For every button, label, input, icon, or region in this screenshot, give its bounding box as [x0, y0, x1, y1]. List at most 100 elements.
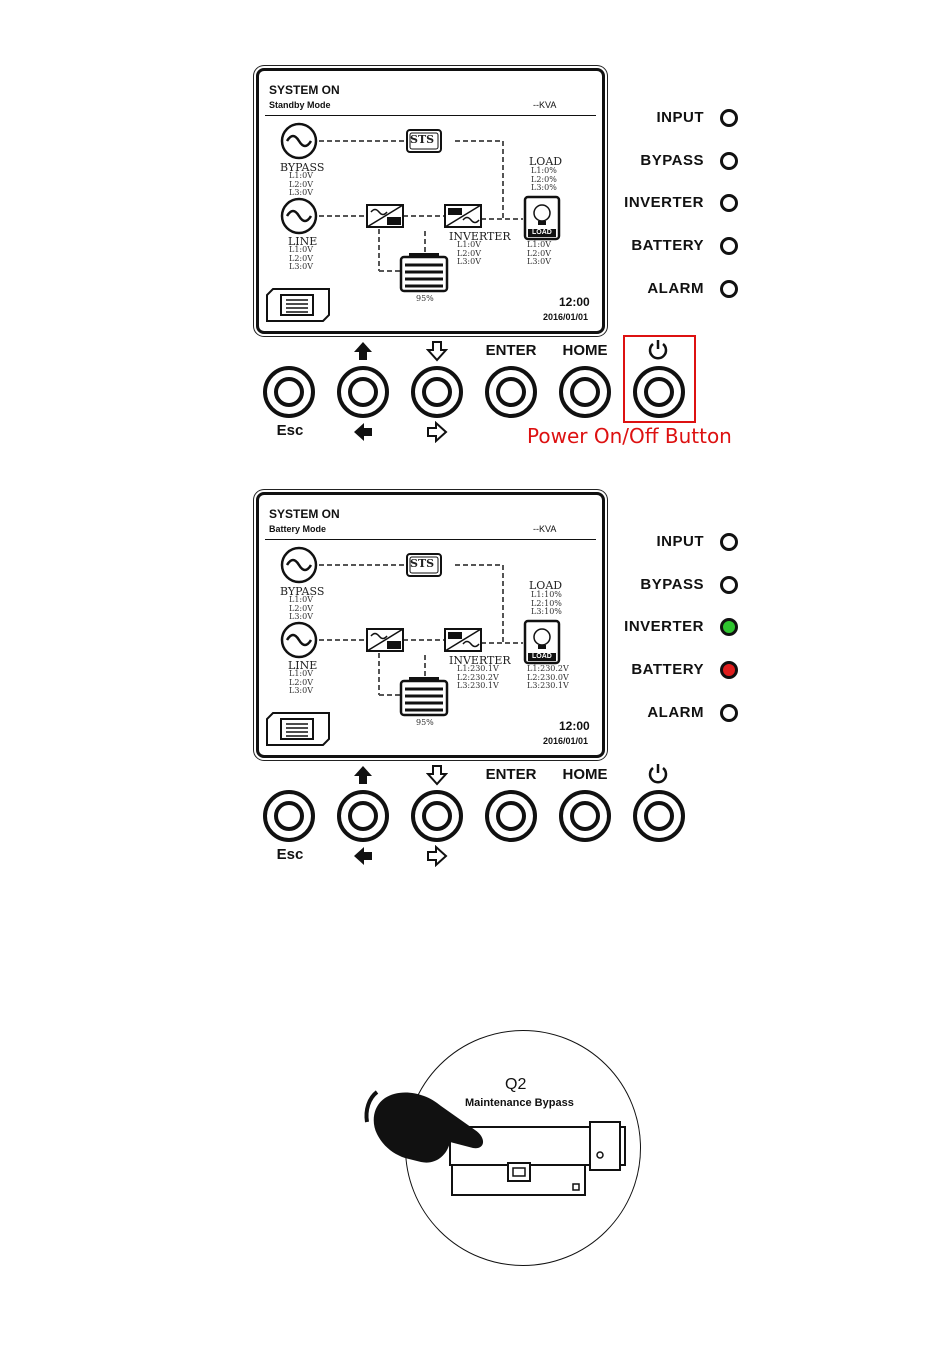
lcd-divider: [265, 539, 596, 540]
lcd-kva: --KVA: [533, 524, 557, 534]
enter-button[interactable]: [485, 790, 537, 842]
arrow-right-icon: [427, 421, 448, 443]
led-alarm: ALARM: [620, 701, 750, 727]
power-button-callout: Power On/Off Button: [527, 424, 732, 448]
arrow-left-icon: [354, 847, 372, 865]
led-bypass: BYPASS: [620, 573, 750, 599]
arrow-down-icon: [426, 341, 448, 362]
breaker-illustration: [364, 1090, 626, 1196]
power-button[interactable]: [633, 790, 685, 842]
led-battery: BATTERY: [620, 658, 750, 684]
led-label: INPUT: [656, 109, 704, 126]
bypass-label: BYPASS: [280, 161, 325, 174]
led-indicator-icon: [720, 152, 738, 170]
esc-label: Esc: [276, 422, 304, 439]
load-percent-readings: L1:10%L2:10%L3:10%: [531, 590, 562, 616]
breaker-title: Q2: [505, 1076, 527, 1093]
line-source-icon: [280, 197, 318, 235]
lcd-mode: Battery Mode: [269, 524, 327, 534]
led-indicator-icon: [720, 661, 738, 679]
lcd-title: SYSTEM ON: [269, 507, 340, 521]
inverter-label: INVERTER: [449, 654, 511, 667]
inverter-label: INVERTER: [449, 230, 511, 243]
rectifier-icon: [366, 628, 404, 652]
led-inverter: INVERTER: [620, 615, 750, 641]
lcd-screen: SYSTEM ON Battery Mode --KVA: [256, 492, 605, 758]
bypass-label: BYPASS: [280, 585, 325, 598]
line-label: LINE: [288, 659, 318, 672]
flow-paths: [319, 564, 523, 696]
led-battery: BATTERY: [620, 234, 750, 260]
lcd-time: 12:00: [559, 295, 590, 309]
led-indicator-icon: [720, 237, 738, 255]
power-button[interactable]: [633, 366, 685, 418]
home-button[interactable]: [559, 790, 611, 842]
esc-button[interactable]: [263, 366, 315, 418]
down-right-button[interactable]: [411, 790, 463, 842]
enter-button[interactable]: [485, 366, 537, 418]
line-label: LINE: [288, 235, 318, 248]
power-icon: [648, 764, 668, 784]
home-label: HOME: [562, 766, 608, 783]
led-indicator-icon: [720, 576, 738, 594]
hand-pointing-icon: [364, 1090, 484, 1163]
arrow-down-icon: [426, 765, 448, 786]
led-indicator-icon: [720, 618, 738, 636]
sts-label: STS: [410, 557, 435, 570]
power-button-highlight: [623, 335, 696, 423]
lcd-title: SYSTEM ON: [269, 83, 340, 97]
enter-label: ENTER: [485, 342, 537, 359]
load-bulb-icon: [523, 195, 561, 241]
lcd-date: 2016/01/01: [543, 736, 589, 746]
home-button[interactable]: [559, 366, 611, 418]
up-left-button[interactable]: [337, 790, 389, 842]
menu-icon[interactable]: [266, 288, 330, 322]
down-right-button[interactable]: [411, 366, 463, 418]
sts-label: STS: [410, 133, 435, 146]
led-label: BYPASS: [640, 576, 704, 593]
menu-icon[interactable]: [266, 712, 330, 746]
esc-label: Esc: [276, 846, 304, 863]
load-label: LOAD: [529, 155, 563, 168]
led-input: INPUT: [620, 530, 750, 556]
rectifier-icon: [366, 204, 404, 228]
battery-percent: 95%: [416, 718, 434, 727]
led-indicator-icon: [720, 704, 738, 722]
led-inverter: INVERTER: [620, 191, 750, 217]
enter-label: ENTER: [485, 766, 537, 783]
lcd-mode: Standby Mode: [269, 100, 331, 110]
led-indicator-icon: [720, 109, 738, 127]
led-indicator-icon: [720, 280, 738, 298]
led-label: BATTERY: [631, 237, 704, 254]
sts-box: [406, 129, 442, 153]
led-input: INPUT: [620, 106, 750, 132]
esc-button[interactable]: [263, 790, 315, 842]
led-label: INVERTER: [624, 618, 704, 635]
led-label: ALARM: [647, 704, 704, 721]
up-left-button[interactable]: [337, 366, 389, 418]
load-bulb-icon: [523, 619, 561, 665]
led-alarm: ALARM: [620, 277, 750, 303]
led-indicator-icon: [720, 194, 738, 212]
bypass-source-icon: [280, 546, 318, 584]
led-indicator-icon: [720, 533, 738, 551]
line-source-icon: [280, 621, 318, 659]
bypass-source-icon: [280, 122, 318, 160]
inverter-icon: [444, 204, 482, 228]
flow-diagram: [266, 122, 561, 322]
ups-panel-battery: SYSTEM ON Battery Mode --KVA: [0, 424, 950, 894]
lcd-divider: [265, 115, 596, 116]
load-icon-label: LOAD: [532, 653, 552, 660]
arrow-left-icon: [354, 423, 372, 441]
breaker-switch-icon: [449, 1121, 626, 1196]
led-label: INPUT: [656, 533, 704, 550]
led-label: INVERTER: [624, 194, 704, 211]
led-bypass: BYPASS: [620, 149, 750, 175]
